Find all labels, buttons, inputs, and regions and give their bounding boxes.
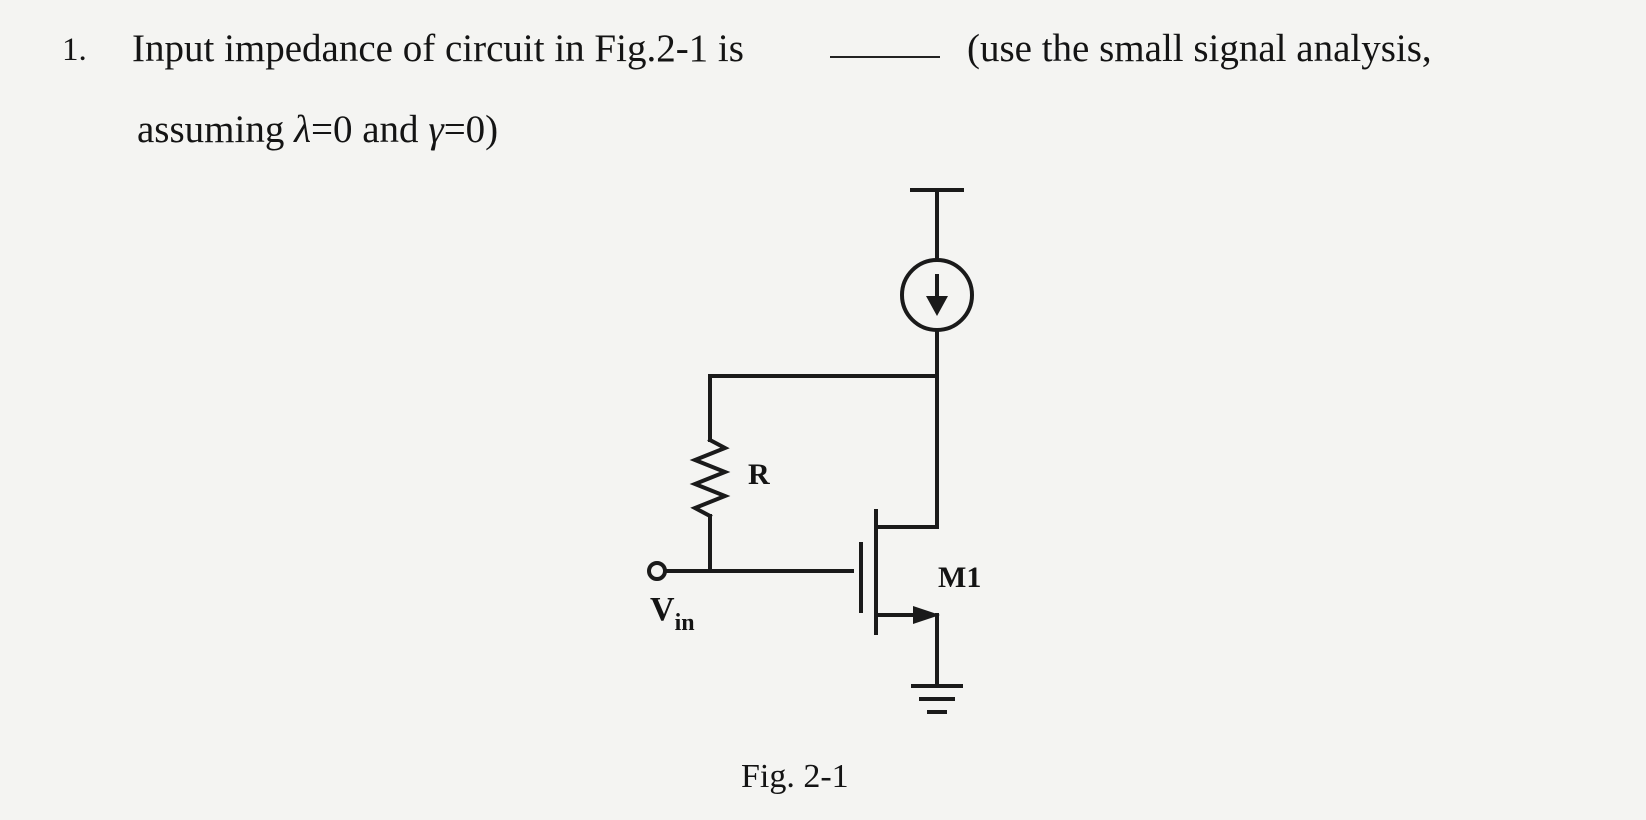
gamma-symbol: γ: [428, 108, 444, 151]
question-text-tail: (use the small signal analysis,: [967, 27, 1432, 70]
input-label-main: V: [650, 591, 675, 628]
question-number: 1.: [62, 32, 87, 68]
answer-blank: [830, 56, 940, 58]
current-arrow-head: [926, 296, 948, 316]
assumption-mid: =0 and: [311, 108, 429, 151]
input-terminal-icon: [647, 561, 667, 581]
transistor-label: M1: [938, 561, 981, 594]
resistor-label: R: [748, 458, 770, 491]
source-arrow-icon: [913, 606, 940, 624]
figure-caption: Fig. 2-1: [741, 758, 849, 795]
question-line-2: assuming λ=0 and γ=0): [137, 107, 498, 152]
assumption-end: =0): [443, 108, 499, 151]
assumption-prefix: assuming: [137, 108, 295, 151]
input-label: Vin: [650, 591, 695, 636]
question-text-main: Input impedance of circuit in Fig.2-1 is: [132, 27, 744, 70]
input-label-sub: in: [675, 610, 695, 636]
question-line-1: 1. Input impedance of circuit in Fig.2-1…: [62, 18, 1622, 78]
resistor-zigzag: [689, 437, 731, 519]
lambda-symbol: λ: [294, 108, 311, 151]
